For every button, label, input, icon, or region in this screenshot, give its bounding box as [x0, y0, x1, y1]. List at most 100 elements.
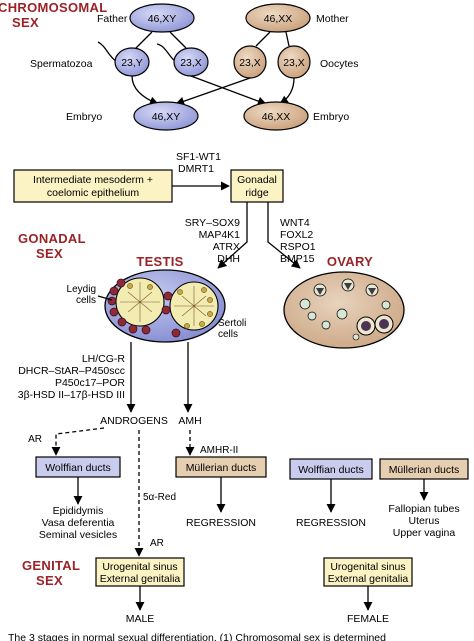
meiosis-line	[169, 31, 187, 49]
derivative-item: Epididymis	[53, 505, 104, 517]
ar-label: AR	[150, 538, 164, 549]
androgen-to-wolffian-arrow	[51, 427, 105, 456]
mother-cell	[245, 3, 311, 33]
female-regression-label: REGRESSION	[296, 517, 366, 529]
embryo-label: Embryo	[313, 111, 349, 123]
gonadal-ridge-box: Gonadal ridge	[230, 169, 284, 203]
meiosis-line	[135, 31, 153, 49]
enzyme-item: P450c17–POR	[55, 377, 125, 389]
testis-illustration	[104, 269, 226, 343]
gonadal-sex-title: GONADAL SEX	[18, 231, 86, 261]
oocyte-karyotype: 23,X	[239, 57, 261, 69]
section-title-line: CHROMOSOMAL	[0, 0, 107, 15]
ar-label: AR	[28, 434, 42, 445]
female-outcome-label: FEMALE	[347, 613, 389, 625]
meiosis-line	[285, 31, 290, 47]
testis-factor: ATRX	[213, 241, 240, 253]
embryo-female-cell	[243, 101, 309, 131]
oocytes-label: Oocytes	[320, 58, 359, 70]
male-genital-line: Urogenital sinus	[102, 561, 177, 573]
derivative-item: Fallopian tubes	[388, 503, 459, 515]
leydig-label: Leydig	[67, 284, 96, 295]
embryo-male-cell	[133, 101, 199, 131]
derivative-item: Seminal vesicles	[39, 529, 117, 541]
male-wolffian-label: Wolffian ducts	[45, 462, 111, 474]
enzyme-item: DHCR–StAR–P450scc	[18, 365, 125, 377]
father-label: Father	[97, 13, 128, 25]
five-alpha-reductase-label: 5α-Red	[143, 492, 176, 503]
embryo-female-karyotype: 46,XX	[262, 111, 291, 123]
testis-branch-arrow	[217, 202, 248, 269]
fertilization-arrow	[190, 75, 267, 106]
gonadal-ridge-frame	[230, 169, 284, 203]
testis-factors: SRY–SOX9 MAP4K1 ATRX DHH	[185, 217, 240, 265]
female-genital-line: Urogenital sinus	[330, 561, 405, 573]
section-title-line: SEX	[36, 246, 63, 261]
sperm-karyotype-x: 23,X	[180, 57, 202, 69]
section-title-line: SEX	[12, 15, 39, 30]
spermatozoa-label: Spermatozoa	[30, 58, 93, 70]
figure-caption: The 3 stages in normal sexual differenti…	[8, 632, 386, 641]
section-title-line: SEX	[36, 573, 63, 588]
sperm-tail	[156, 43, 177, 63]
ovary-factor: RSPO1	[280, 241, 316, 253]
chromosomal-sex-title: CHROMOSOMAL SEX	[0, 0, 107, 30]
sertoli-label: cells	[218, 329, 238, 340]
embryos-row: Embryo 46,XY 46,XX Embryo	[66, 101, 349, 131]
source-box-frame	[13, 169, 173, 203]
mother-karyotype: 46,XX	[264, 13, 293, 25]
parents-row: Father 46,XY 46,XX Mother	[97, 3, 349, 33]
testis-factor: SRY–SOX9	[185, 217, 240, 229]
ovary-factor: FOXL2	[280, 229, 313, 241]
ovary-illustration	[283, 271, 405, 349]
embryo-label: Embryo	[66, 111, 102, 123]
fertilization-arrow	[131, 75, 159, 106]
father-cell	[129, 3, 195, 33]
genital-sex-title: GENITAL SEX	[22, 558, 80, 588]
ovary-branch-arrow	[267, 202, 301, 269]
testis-factor: MAP4K1	[199, 229, 241, 241]
enzyme-item: 3β-HSD II–17β-HSD III	[18, 389, 125, 401]
embryo-male-karyotype: 46,XY	[152, 111, 181, 123]
androgens-label: ANDROGENS	[100, 415, 168, 427]
male-regression-label: REGRESSION	[186, 517, 256, 529]
male-mullerian-label: Müllerian ducts	[186, 462, 257, 474]
source-box: Intermediate mesoderm + coelomic epithel…	[13, 169, 173, 203]
leydig-cells	[107, 278, 181, 338]
sperm-karyotype-y: 23,Y	[121, 57, 143, 69]
sperm-tail	[97, 41, 118, 63]
gonadal-ridge-line: ridge	[245, 187, 269, 199]
ovary-factors: WNT4 FOXL2 RSPO1 BMP15	[280, 217, 316, 265]
female-mullerian-label: Müllerian ducts	[389, 464, 460, 476]
mullerian-derivatives: Fallopian tubes Uterus Upper vagina	[388, 503, 459, 539]
section-title-line: GONADAL	[18, 231, 86, 246]
source-factor: DMRT1	[178, 163, 214, 175]
source-box-line: coelomic epithelium	[47, 187, 139, 199]
amh-label: AMH	[178, 415, 201, 427]
sertoli-label: Sertoli	[218, 318, 246, 329]
enzyme-item: LH/CG-R	[82, 353, 126, 365]
derivative-item: Uterus	[409, 515, 440, 527]
male-genital-line: External genitalia	[100, 573, 181, 585]
source-box-line: Intermediate mesoderm +	[33, 174, 153, 186]
meiosis-line	[255, 31, 271, 47]
source-factor: SF1-WT1	[176, 151, 221, 163]
section-title-line: GENITAL	[22, 558, 80, 573]
ovary-factor: WNT4	[280, 217, 310, 229]
amhr-label: AMHR-II	[200, 445, 238, 456]
ovary-title: OVARY	[327, 254, 373, 269]
derivative-item: Upper vagina	[393, 527, 456, 539]
father-karyotype: 46,XY	[148, 13, 177, 25]
gonadal-ridge-line: Gonadal	[237, 174, 277, 186]
male-outcome-label: MALE	[126, 613, 155, 625]
fertilization-arrow	[175, 77, 251, 106]
sertoli-cells	[127, 283, 213, 329]
leydig-pointer	[97, 295, 113, 301]
testis-factor: DHH	[217, 253, 240, 265]
enzyme-list: LH/CG-R DHCR–StAR–P450scc P450c17–POR 3β…	[18, 353, 126, 401]
leydig-label: cells	[76, 295, 96, 306]
ovary-factor: BMP15	[280, 253, 315, 265]
wolffian-derivatives: Epididymis Vasa deferentia Seminal vesic…	[39, 505, 117, 541]
female-genital-line: External genitalia	[328, 573, 409, 585]
